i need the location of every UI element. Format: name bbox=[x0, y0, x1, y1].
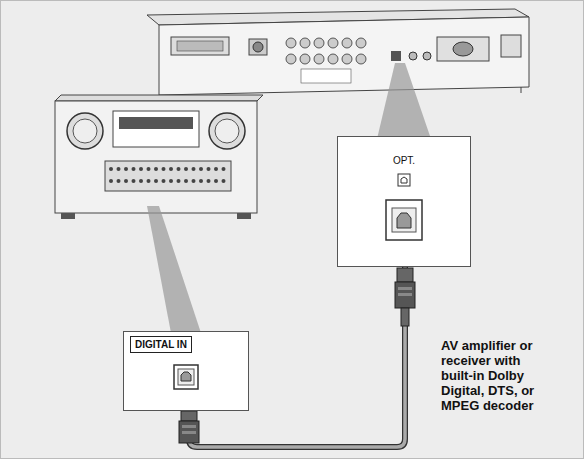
callout-box: DIGITAL IN bbox=[123, 331, 249, 411]
optical-jack bbox=[379, 172, 429, 252]
callout-box: OPT. bbox=[337, 136, 471, 267]
jack-label: OPT. bbox=[338, 155, 470, 166]
jack-label: DIGITAL IN bbox=[130, 336, 192, 353]
optical-jack bbox=[166, 359, 206, 395]
device-note: AV amplifier or receiver with built-in D… bbox=[441, 338, 553, 413]
